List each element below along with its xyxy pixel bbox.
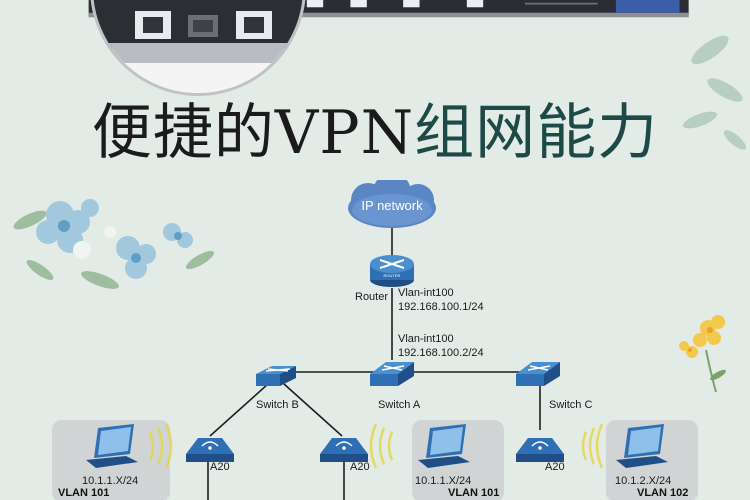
- laptop-icon-1: [86, 424, 138, 468]
- router-ip-down: 192.168.100.2/24: [398, 347, 484, 359]
- host-vlan-1: VLAN 101: [58, 487, 109, 499]
- switch-a-icon: [370, 362, 414, 386]
- router-badge: ROUTER: [384, 273, 401, 278]
- router-icon: ROUTER: [370, 255, 414, 287]
- headline-part2: 组网能力: [414, 98, 659, 168]
- ap-label-2: A20: [350, 461, 370, 473]
- cloud-label: IP network: [361, 198, 423, 213]
- flower-decoration-right: [679, 315, 726, 393]
- switch-c-label: Switch C: [549, 399, 592, 411]
- ap-icon-1: [186, 438, 234, 462]
- flower-decoration-left: [13, 199, 215, 289]
- host-vlan-3: VLAN 102: [637, 487, 688, 499]
- leaf-decoration-top-right: [682, 35, 747, 150]
- switch-a-label: Switch A: [378, 399, 421, 411]
- headline-part1: 便捷的VPN: [91, 98, 415, 168]
- wireless-wave-3: [581, 423, 604, 469]
- port-zoom-photo: [90, 0, 306, 96]
- ap-label-1: A20: [210, 461, 230, 473]
- switch-b-icon: [256, 366, 296, 386]
- router-iface-up: Vlan-int100: [398, 287, 454, 299]
- switch-c-icon: [516, 362, 560, 386]
- router-iface-down: Vlan-int100: [398, 333, 454, 345]
- wireless-wave-2: [369, 423, 394, 469]
- laptop-icon-3: [616, 424, 668, 468]
- host-ip-1: 10.1.1.X/24: [82, 475, 138, 487]
- ap-icon-3: [516, 438, 564, 462]
- router-ip-up: 192.168.100.1/24: [398, 301, 484, 313]
- ip-network-cloud: IP network: [348, 180, 436, 228]
- host-vlan-2: VLAN 101: [448, 487, 499, 499]
- page-headline: 便捷的VPN组网能力: [0, 98, 750, 168]
- host-ip-3: 10.1.2.X/24: [615, 475, 671, 487]
- laptop-icon-2: [418, 424, 470, 468]
- ap-label-3: A20: [545, 461, 565, 473]
- switch-b-label: Switch B: [256, 399, 299, 411]
- ap-icon-2: [320, 438, 368, 462]
- wireless-wave-1: [148, 423, 173, 469]
- host-ip-2: 10.1.1.X/24: [415, 475, 471, 487]
- router-label: Router: [355, 291, 388, 303]
- network-diagram: IP network ROUTER: [52, 180, 698, 500]
